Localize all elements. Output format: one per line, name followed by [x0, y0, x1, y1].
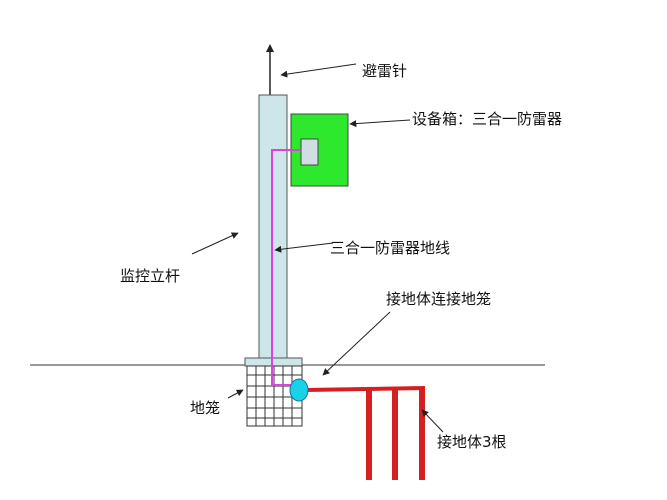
arrow-ground-cage: [227, 389, 244, 399]
arrow-ground-wire: [274, 242, 334, 253]
ground-electrodes: [366, 388, 425, 480]
arrow-lightning-rod: [280, 63, 357, 78]
three-in-one-arrester: [300, 138, 319, 166]
label-arrester-ground-wire: 三合一防雷器地线: [330, 239, 450, 257]
label-electrode-to-cage: 接地体连接地笼: [386, 290, 491, 308]
arrester-ground-wire: [271, 149, 301, 386]
grounding-junction: [289, 378, 309, 402]
label-ground-cage: 地笼: [190, 399, 220, 417]
label-lightning-rod: 避雷针: [362, 62, 407, 80]
ground-electrode-1: [366, 388, 372, 480]
arrow-equipment-box: [349, 119, 411, 128]
arrow-monitoring-pole: [191, 232, 239, 255]
arrow-ground-electrodes: [421, 409, 444, 433]
lightning-rod-tip: [266, 44, 274, 52]
ground-cage-grid: [246, 365, 303, 427]
label-equipment-box: 设备箱：三合一防雷器: [412, 110, 562, 128]
label-monitoring-pole: 监控立杆: [120, 267, 180, 285]
ground-electrode-2: [392, 388, 398, 480]
pole-base-plate: [244, 357, 303, 367]
label-ground-electrodes: 接地体3根: [437, 433, 507, 451]
electrode-connector-wire: [304, 386, 426, 392]
ground-electrode-3: [419, 388, 425, 480]
arrow-electrode-to-cage: [322, 311, 391, 376]
